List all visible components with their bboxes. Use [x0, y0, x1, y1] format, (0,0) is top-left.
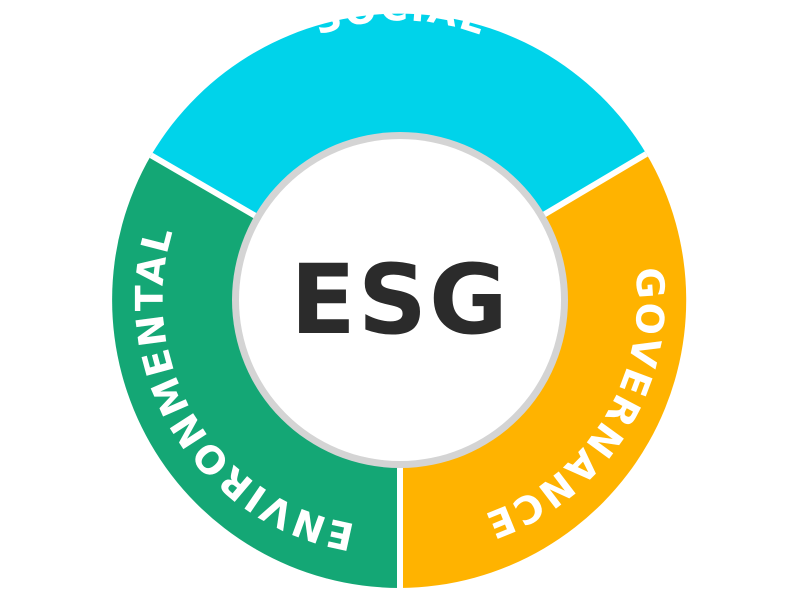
- center-title: ESG: [290, 244, 510, 356]
- center-disc: [239, 139, 561, 461]
